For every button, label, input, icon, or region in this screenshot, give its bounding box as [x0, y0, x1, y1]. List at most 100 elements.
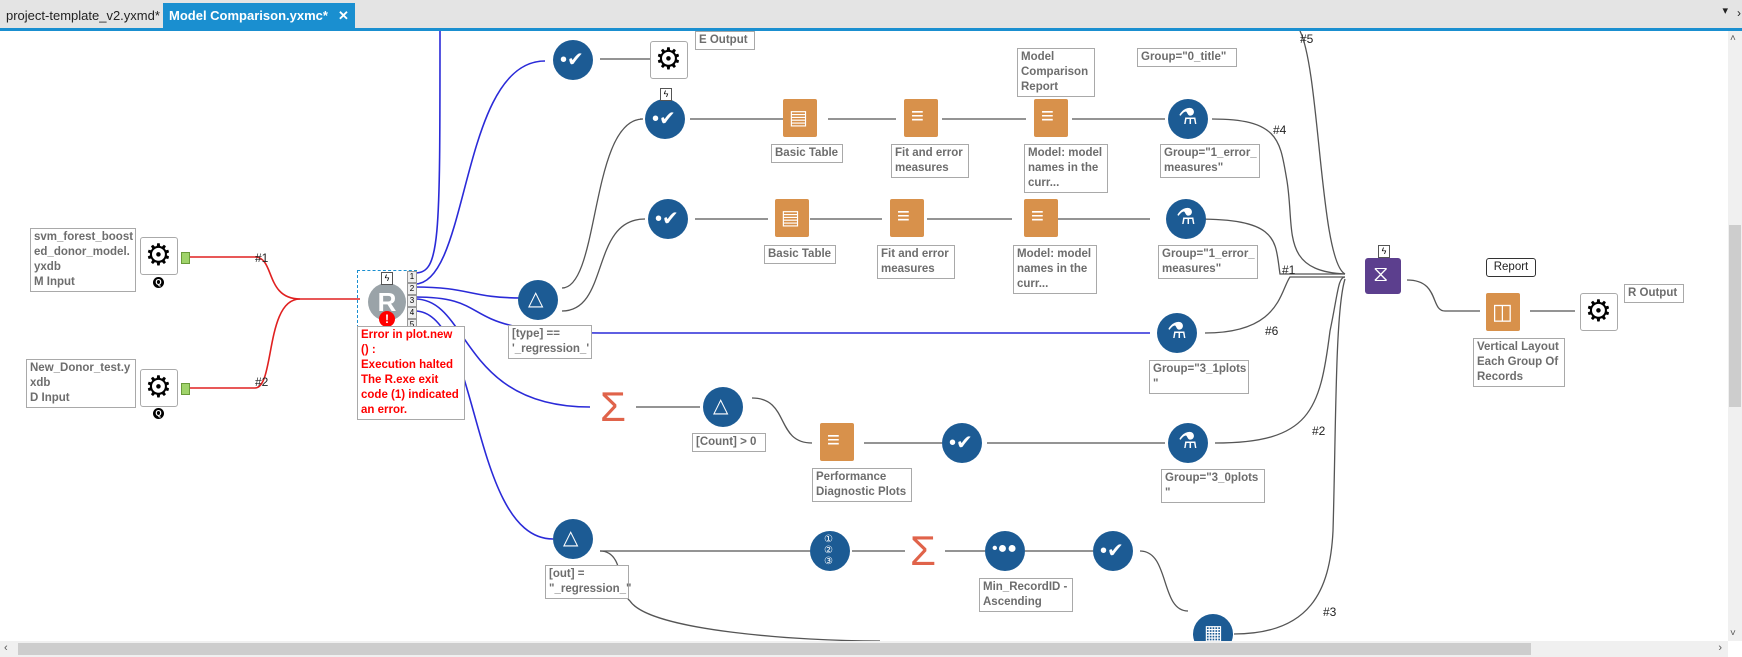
test-tool-error-2[interactable]: ⚗	[1166, 199, 1206, 239]
wire-r4-filterout	[414, 310, 554, 540]
tab-project-template[interactable]: project-template_v2.yxmd*✕	[0, 3, 187, 28]
connection-tag: #5	[1300, 32, 1314, 46]
group-0plots-label: Group="3_0plots "	[1161, 469, 1265, 503]
macro-input-tool-2[interactable]: ⚙	[140, 369, 178, 407]
output-anchor[interactable]: 4	[407, 307, 417, 319]
layout-caption: Report	[1486, 258, 1536, 277]
gear-icon: ⚙	[145, 239, 172, 272]
filter-tool-count[interactable]: △	[703, 387, 743, 427]
checkmark-icon: •✔	[560, 49, 584, 71]
sigma-icon: Σ	[910, 527, 936, 574]
text-lines-icon: ≡	[911, 103, 924, 128]
vertical-scrollbar[interactable]: ˄ ˅	[1728, 31, 1742, 641]
checkmark-icon: •✔	[652, 108, 676, 130]
output-anchor[interactable]: 3	[407, 295, 417, 307]
checkmark-icon: •✔	[1100, 540, 1124, 562]
scroll-down-icon[interactable]: ˅	[1730, 628, 1736, 639]
basic-table-2-label: Basic Table	[764, 245, 836, 264]
select-tool-b[interactable]: •✔	[648, 199, 688, 239]
wire-input2-r	[190, 298, 301, 389]
wire-r1-top	[414, 31, 441, 274]
model-names-2-label: Model: model names in the curr...	[1013, 245, 1097, 294]
horizontal-scroll-thumb[interactable]	[18, 643, 1531, 655]
report-text-tool-2[interactable]: ≡	[1034, 99, 1068, 137]
select-tool-top[interactable]: •✔	[553, 40, 593, 80]
flask-icon: ⚗	[1176, 204, 1196, 229]
output-anchor[interactable]	[181, 383, 190, 395]
macro-output-tool-r[interactable]: ⚙	[1580, 293, 1618, 331]
tab-scroll-right-icon[interactable]: ›	[1737, 6, 1741, 20]
filter-icon: △	[563, 527, 579, 549]
horizontal-scrollbar[interactable]: ‹ ›	[0, 641, 1728, 657]
crosstab-tool[interactable]: ▦	[1193, 614, 1233, 641]
layout-label: Vertical Layout Each Group Of Records	[1473, 338, 1565, 387]
report-text-tool-1[interactable]: ≡	[904, 99, 938, 137]
flask-icon: ⚗	[1167, 318, 1187, 343]
sigma-icon: Σ	[600, 383, 626, 430]
report-text-tool-perf[interactable]: ≡	[820, 423, 854, 461]
output-anchor[interactable]	[181, 252, 190, 264]
scroll-right-icon[interactable]: ›	[1718, 642, 1722, 654]
test-tool-1plots[interactable]: ⚗	[1157, 313, 1197, 353]
text-lines-icon: ≡	[1031, 203, 1044, 228]
filter-tool-type[interactable]: △	[518, 280, 558, 320]
summarize-tool-1[interactable]: Σ	[595, 386, 631, 428]
gear-icon: ⚙	[145, 371, 172, 404]
gear-icon: ⚙	[1585, 295, 1612, 328]
workflow-canvas[interactable]: #1 #2 #1 #2 #3 #4 #5 #6 svm_forest_boost…	[0, 31, 1728, 641]
report-text-tool-4[interactable]: ≡	[1024, 199, 1058, 237]
dna-icon: ⧖	[1373, 261, 1389, 286]
filter-out-label: [out] = "_regression_"	[545, 565, 632, 599]
r-output-anchors: 1 2 3 4 5	[407, 271, 417, 331]
output-anchor[interactable]: 2	[407, 283, 417, 295]
table-icon: ▤	[781, 207, 800, 229]
wire-r2-check	[414, 60, 546, 285]
tab-bar: project-template_v2.yxmd*✕ Model Compari…	[0, 0, 1742, 31]
tab-dropdown-icon[interactable]: ▾	[1722, 5, 1728, 17]
summarize-tool-2[interactable]: Σ	[905, 530, 941, 572]
test-tool-0plots[interactable]: ⚗	[1168, 423, 1208, 463]
basic-table-1-label: Basic Table	[771, 144, 843, 163]
fit-error-2-label: Fit and error measures	[877, 245, 955, 279]
fit-error-1-label: Fit and error measures	[891, 144, 969, 178]
filter-icon: △	[528, 288, 544, 310]
close-icon[interactable]: ✕	[337, 8, 349, 23]
scroll-left-icon[interactable]: ‹	[4, 642, 8, 654]
report-text-tool-3[interactable]: ≡	[890, 199, 924, 237]
filter-tool-out[interactable]: △	[553, 519, 593, 559]
sort-tool[interactable]: •●●	[985, 531, 1025, 571]
connection-tag: #6	[1265, 324, 1279, 338]
r-tool-error-message: Error in plot.new () : Execution halted …	[357, 326, 465, 420]
filter-icon: △	[713, 395, 729, 417]
table-icon: ▤	[789, 107, 808, 129]
select-tool-bottom[interactable]: •✔	[1093, 531, 1133, 571]
connection-tag: #2	[255, 375, 269, 389]
text-lines-icon: ≡	[897, 203, 910, 228]
select-tool-perf[interactable]: •✔	[942, 423, 982, 463]
macro-output-tool-e[interactable]: ⚙	[650, 41, 688, 79]
connection-tag: #2	[1312, 424, 1326, 438]
gear-icon: ⚙	[655, 43, 682, 76]
basic-table-tool-2[interactable]: ▤	[775, 199, 809, 237]
union-tool[interactable]: ⧖	[1365, 258, 1401, 294]
connection-tag: #1	[1282, 263, 1296, 277]
select-tool-a[interactable]: •✔	[645, 99, 685, 139]
test-tool-error-1[interactable]: ⚗	[1168, 99, 1208, 139]
group-title-label: Group="0_title"	[1137, 48, 1237, 67]
connection-tag: #4	[1273, 123, 1287, 137]
model-report-label: Model Comparison Report	[1017, 48, 1095, 97]
bolt-icon: ϟ	[1378, 245, 1390, 258]
vertical-scroll-thumb[interactable]	[1729, 225, 1741, 407]
basic-table-tool-1[interactable]: ▤	[783, 99, 817, 137]
flask-icon: ⚗	[1178, 104, 1198, 129]
layout-tool[interactable]: ◫	[1486, 293, 1520, 331]
macro-input-tool-1[interactable]: ⚙	[140, 237, 178, 275]
text-lines-icon: ≡	[827, 427, 840, 452]
scroll-up-icon[interactable]: ˄	[1730, 33, 1736, 44]
tab-model-comparison[interactable]: Model Comparison.yxmc*✕	[163, 3, 355, 28]
r-output-label: R Output	[1624, 284, 1684, 303]
model-names-1-label: Model: model names in the curr...	[1024, 144, 1108, 193]
output-anchor[interactable]: 1	[407, 271, 417, 283]
